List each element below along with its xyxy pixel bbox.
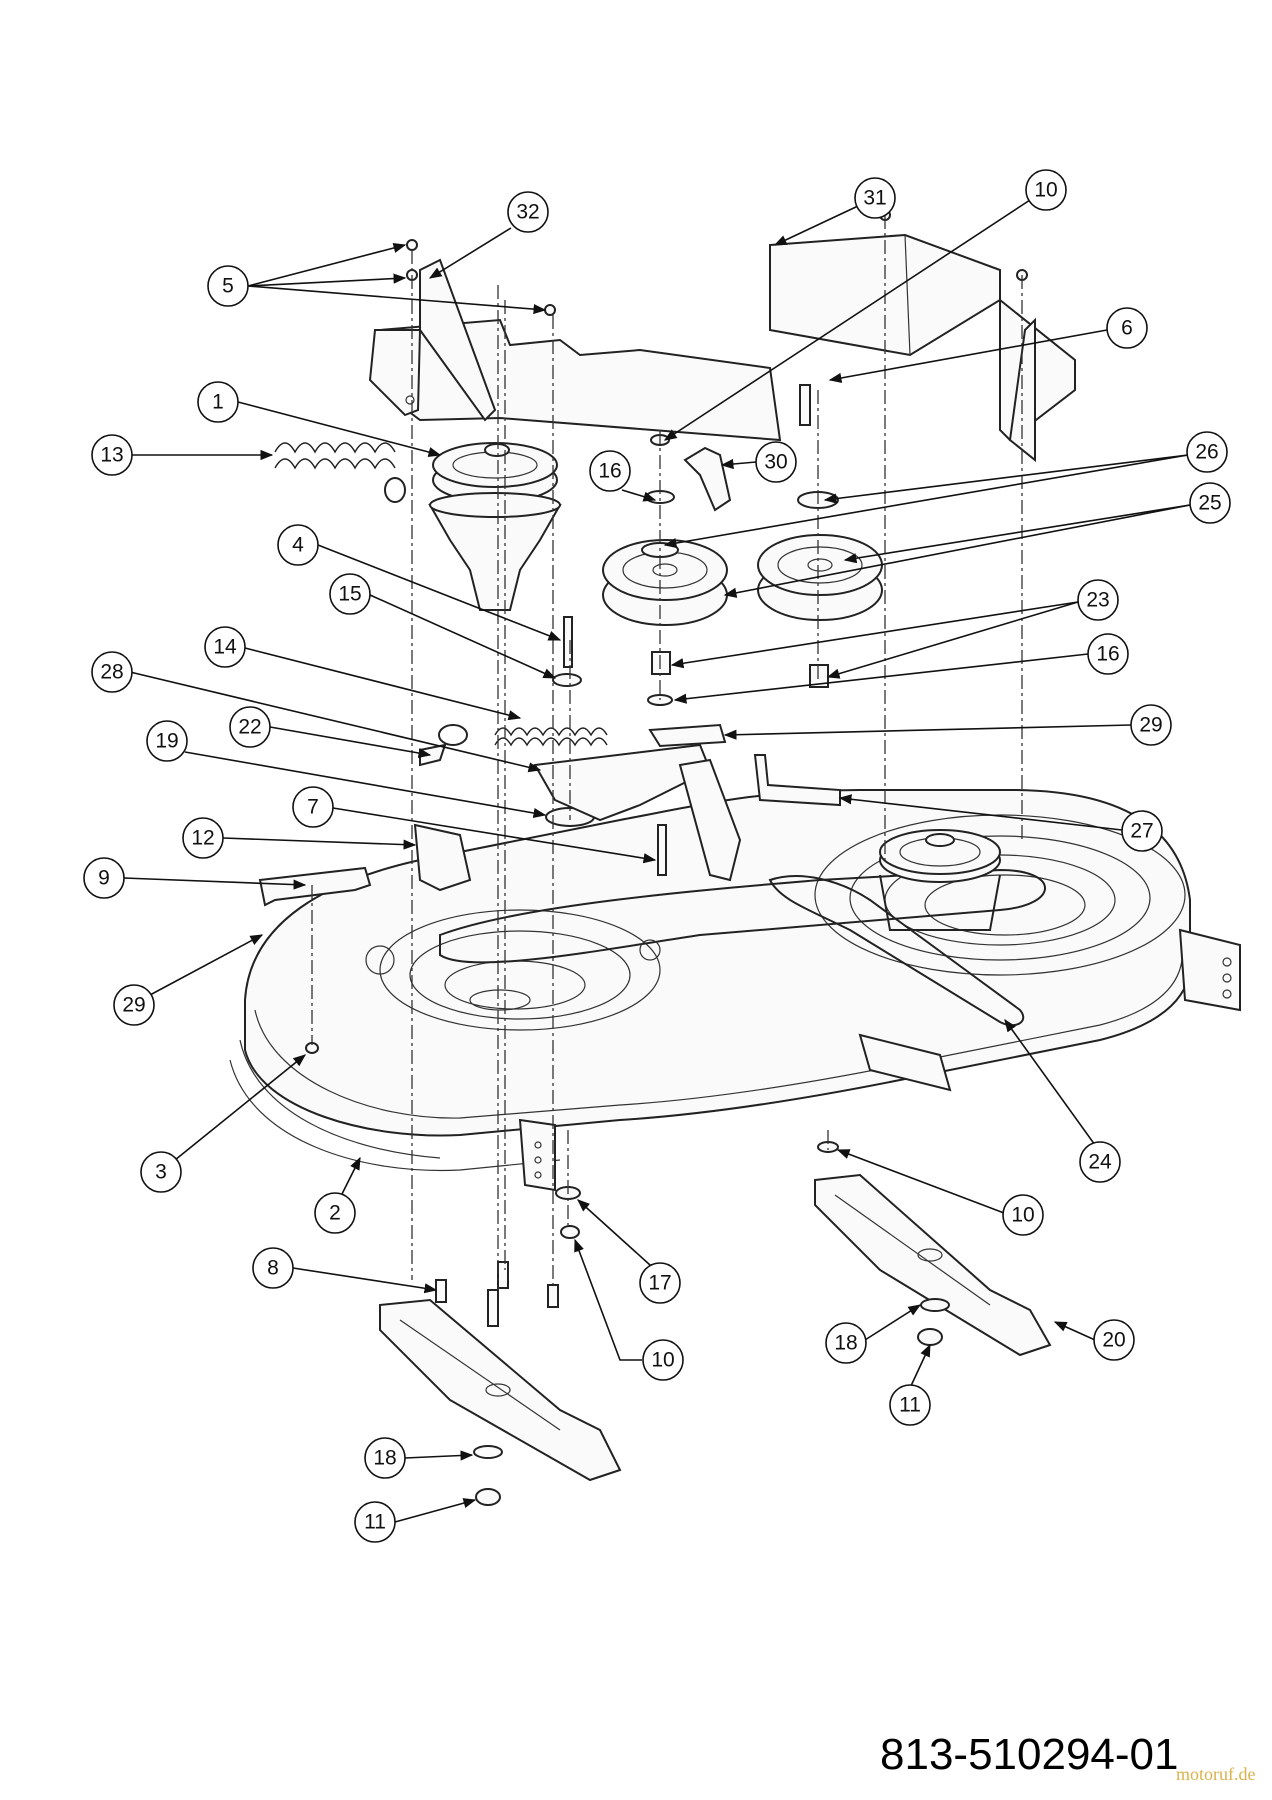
svg-text:10: 10 bbox=[651, 1349, 674, 1372]
blade-right bbox=[814, 1173, 1052, 1357]
bracket-26 bbox=[753, 754, 841, 807]
callout-11-left bbox=[354, 1501, 396, 1543]
callout-13 bbox=[204, 626, 246, 668]
drawing-number: 813-510294-01 bbox=[880, 1730, 1179, 1779]
callout-10-bottom bbox=[642, 1339, 684, 1381]
callout-31 bbox=[854, 177, 896, 219]
svg-text:29: 29 bbox=[1139, 714, 1162, 737]
callout-27 bbox=[91, 651, 133, 693]
callout-5 bbox=[207, 265, 249, 307]
callout-19 bbox=[146, 720, 188, 762]
svg-text:11: 11 bbox=[364, 1511, 386, 1534]
svg-text:22: 22 bbox=[238, 716, 261, 739]
svg-text:32: 32 bbox=[516, 201, 539, 224]
callout-22 bbox=[1077, 579, 1119, 621]
svg-text:2: 2 bbox=[329, 1202, 341, 1225]
svg-text:12: 12 bbox=[191, 827, 214, 850]
svg-text:31: 31 bbox=[863, 187, 886, 210]
assembly-centerlines bbox=[311, 215, 1023, 1290]
svg-text:26: 26 bbox=[1195, 441, 1218, 464]
callout-14 bbox=[91, 434, 133, 476]
callout-16-top bbox=[589, 450, 631, 492]
svg-text:23: 23 bbox=[1086, 589, 1109, 612]
svg-text:10: 10 bbox=[1034, 179, 1057, 202]
left-belt-shield bbox=[368, 258, 782, 442]
callout-26 bbox=[1121, 810, 1163, 852]
spindle-pulley-1 bbox=[428, 442, 562, 611]
svg-text:16: 16 bbox=[1096, 643, 1119, 666]
callout-32 bbox=[507, 191, 549, 233]
svg-text:16: 16 bbox=[598, 460, 621, 483]
callout-21 bbox=[229, 706, 271, 748]
callout-23 bbox=[1079, 1141, 1121, 1183]
svg-text:18: 18 bbox=[834, 1332, 857, 1355]
svg-text:4: 4 bbox=[292, 534, 304, 557]
bracket-21 bbox=[413, 743, 472, 892]
svg-text:27: 27 bbox=[1130, 820, 1153, 843]
callout-17 bbox=[639, 1262, 681, 1304]
callout-24 bbox=[1189, 482, 1231, 524]
svg-text:20: 20 bbox=[1102, 1329, 1125, 1352]
callout-4 bbox=[277, 524, 319, 566]
blade-left bbox=[379, 1298, 622, 1506]
callout-18-left bbox=[364, 1437, 406, 1479]
callout-7 bbox=[292, 786, 334, 828]
callout-15 bbox=[329, 573, 371, 615]
svg-text:24: 24 bbox=[1088, 1151, 1112, 1174]
callout-3 bbox=[140, 1151, 182, 1193]
svg-text:14: 14 bbox=[213, 636, 237, 659]
svg-text:15: 15 bbox=[338, 583, 361, 606]
callout-29 bbox=[113, 984, 155, 1026]
svg-text:11: 11 bbox=[899, 1394, 921, 1417]
idler-pulley-right bbox=[757, 534, 883, 621]
tension-spring-14 bbox=[274, 442, 406, 503]
svg-text:5: 5 bbox=[222, 275, 234, 298]
svg-text:17: 17 bbox=[648, 1272, 671, 1295]
svg-text:18: 18 bbox=[373, 1447, 396, 1470]
callout-28 bbox=[1130, 704, 1172, 746]
right-belt-shield bbox=[769, 233, 1076, 463]
right-spindle-assembly bbox=[879, 829, 1001, 931]
svg-text:13: 13 bbox=[100, 444, 123, 467]
svg-text:28: 28 bbox=[100, 661, 123, 684]
callout-16-right bbox=[1087, 633, 1129, 675]
svg-text:25: 25 bbox=[1198, 492, 1221, 515]
callout-9 bbox=[83, 857, 125, 899]
idler-pulley-left bbox=[602, 539, 728, 626]
svg-text:6: 6 bbox=[1121, 317, 1133, 340]
callout-1 bbox=[197, 381, 239, 423]
svg-text:29: 29 bbox=[122, 994, 145, 1017]
svg-text:8: 8 bbox=[267, 1257, 279, 1280]
idler-arm-27 bbox=[533, 723, 742, 882]
svg-text:30: 30 bbox=[764, 451, 787, 474]
tension-spring-13 bbox=[438, 724, 608, 747]
callout-6 bbox=[1106, 307, 1148, 349]
bracket-29 bbox=[258, 866, 372, 907]
callout-12 bbox=[182, 817, 224, 859]
svg-text:1: 1 bbox=[212, 391, 224, 414]
svg-text:3: 3 bbox=[155, 1161, 167, 1184]
callout-10-right bbox=[1002, 1194, 1044, 1236]
callout-20 bbox=[1093, 1319, 1135, 1361]
svg-text:19: 19 bbox=[155, 730, 178, 753]
callout-8 bbox=[252, 1247, 294, 1289]
svg-text:9: 9 bbox=[98, 867, 110, 890]
bracket-30 bbox=[683, 446, 732, 512]
watermark-logo: motoruf.de bbox=[1176, 1764, 1256, 1784]
callout-25 bbox=[1186, 431, 1228, 473]
callout-10-top bbox=[1025, 169, 1067, 211]
callout-2 bbox=[314, 1192, 356, 1234]
bolts-8 bbox=[435, 1261, 559, 1327]
callouts: 32 5 31 10 6 1 13 26 30 bbox=[83, 169, 1231, 1543]
callout-11-right bbox=[889, 1384, 931, 1426]
svg-text:7: 7 bbox=[307, 796, 319, 819]
callout-30 bbox=[755, 441, 797, 483]
callout-18-right bbox=[825, 1322, 867, 1364]
svg-text:10: 10 bbox=[1011, 1204, 1034, 1227]
